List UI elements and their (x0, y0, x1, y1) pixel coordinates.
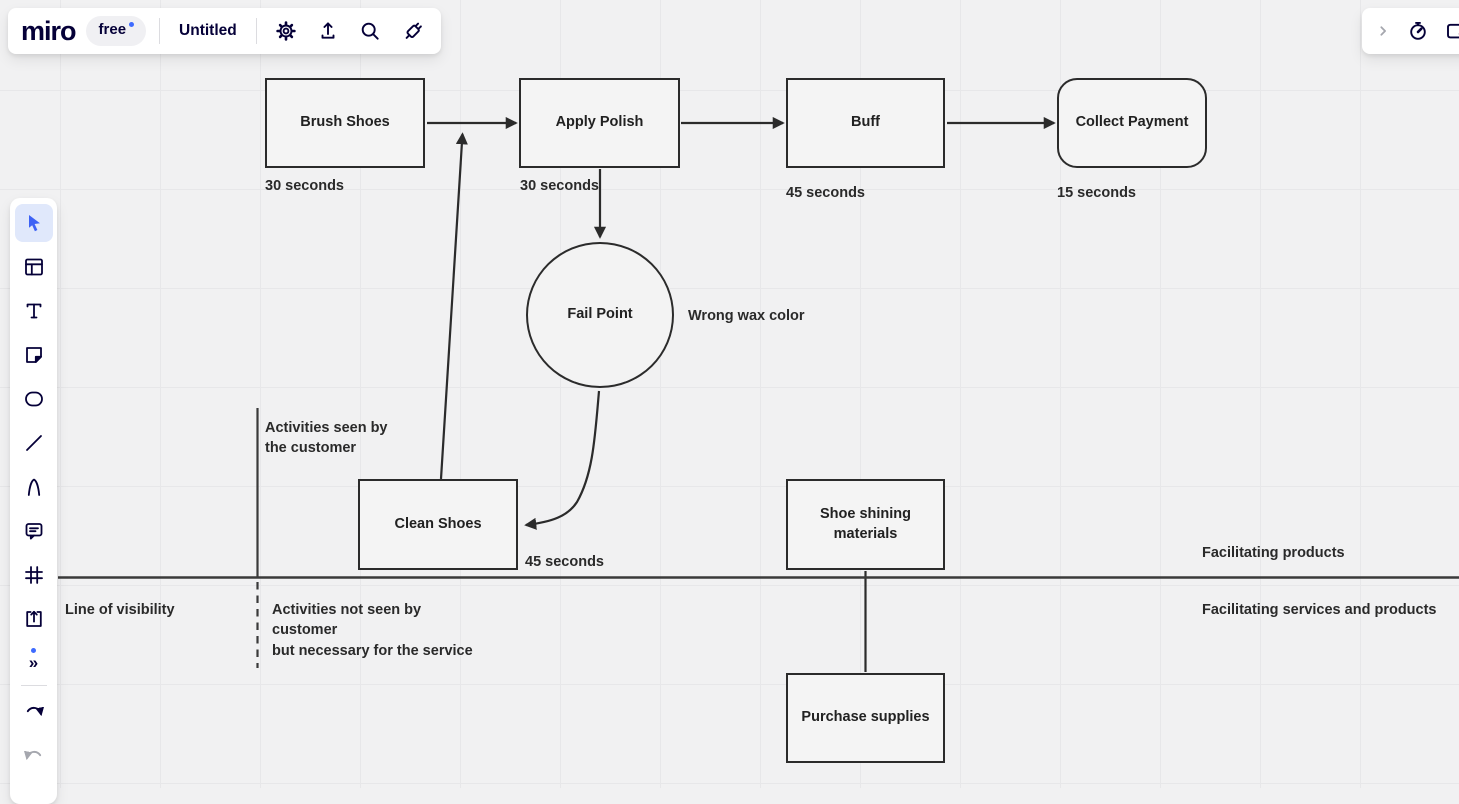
tool-text[interactable] (15, 292, 53, 330)
toolbar-divider (256, 18, 257, 44)
chevron-right-icon (1373, 21, 1393, 41)
present-screen-icon (1445, 19, 1459, 43)
tool-sticky-note[interactable] (15, 336, 53, 374)
shape-icon (22, 387, 46, 411)
top-right-panel (1362, 8, 1459, 54)
sticky-note-icon (22, 343, 46, 367)
node-shoe-shining-materials[interactable]: Shoe shining materials (786, 479, 945, 570)
upload-board-icon (22, 607, 46, 631)
line-icon (22, 431, 46, 455)
node-collect-payment[interactable]: Collect Payment (1057, 78, 1207, 168)
tool-more[interactable]: » (29, 648, 38, 671)
tool-comment[interactable] (15, 512, 53, 550)
redo-button[interactable] (15, 738, 53, 776)
edge-clean-to-apply (441, 134, 463, 479)
gear-icon (274, 19, 298, 43)
creation-toolbar: » (10, 198, 57, 804)
chevrons-right-icon: » (29, 654, 38, 671)
cursor-icon (22, 211, 46, 235)
settings-button[interactable] (270, 15, 302, 47)
timer-button[interactable] (1402, 15, 1434, 47)
tool-pen[interactable] (15, 468, 53, 506)
redo-icon (22, 745, 46, 769)
node-buff[interactable]: Buff (786, 78, 945, 168)
annotation-activities-seen[interactable]: Activities seen by the customer (265, 418, 388, 459)
frame-icon (22, 563, 46, 587)
plan-badge[interactable]: free (86, 16, 147, 46)
plan-badge-dot (129, 22, 134, 27)
comment-icon (22, 519, 46, 543)
tool-upload[interactable] (15, 600, 53, 638)
export-button[interactable] (312, 15, 344, 47)
node-brush-shoes[interactable]: Brush Shoes (265, 78, 425, 168)
annotation-line-of-visibility[interactable]: Line of visibility (65, 600, 175, 620)
tool-select[interactable] (15, 204, 53, 242)
toolbar-divider (159, 18, 160, 44)
pen-icon (22, 475, 46, 499)
plan-badge-label: free (99, 21, 127, 39)
duration-apply-polish[interactable]: 30 seconds (520, 176, 599, 196)
edge-fail-to-clean (526, 391, 599, 525)
node-fail-point[interactable]: Fail Point (526, 242, 674, 388)
main-toolbar: miro free Untitled (8, 8, 441, 54)
text-icon (22, 299, 46, 323)
annotation-facilitating-services[interactable]: Facilitating services and products (1202, 600, 1437, 620)
tool-templates[interactable] (15, 248, 53, 286)
board-title[interactable]: Untitled (173, 22, 243, 40)
annotation-facilitating-products[interactable]: Facilitating products (1202, 543, 1345, 563)
upload-icon (316, 19, 340, 43)
annotation-activities-not-seen[interactable]: Activities not seen by customer but nece… (272, 600, 473, 661)
sidebar-divider (21, 685, 47, 686)
annotation-wrong-wax-color[interactable]: Wrong wax color (688, 306, 805, 326)
timer-icon (1406, 19, 1430, 43)
duration-buff[interactable]: 45 seconds (786, 183, 865, 203)
miro-logo[interactable]: miro (21, 18, 76, 45)
tool-frame[interactable] (15, 556, 53, 594)
node-apply-polish[interactable]: Apply Polish (519, 78, 680, 168)
node-clean-shoes[interactable]: Clean Shoes (358, 479, 518, 570)
collapse-panel-button[interactable] (1372, 15, 1394, 47)
duration-brush-shoes[interactable]: 30 seconds (265, 176, 344, 196)
duration-collect-payment[interactable]: 15 seconds (1057, 183, 1136, 203)
duration-clean-shoes[interactable]: 45 seconds (525, 552, 604, 572)
node-purchase-supplies[interactable]: Purchase supplies (786, 673, 945, 763)
undo-icon (22, 701, 46, 725)
plug-icon (400, 19, 424, 43)
undo-button[interactable] (15, 694, 53, 732)
search-icon (358, 19, 382, 43)
search-button[interactable] (354, 15, 386, 47)
tool-line[interactable] (15, 424, 53, 462)
templates-icon (22, 255, 46, 279)
tool-shape[interactable] (15, 380, 53, 418)
present-button[interactable] (1442, 15, 1459, 47)
apps-button[interactable] (396, 15, 428, 47)
